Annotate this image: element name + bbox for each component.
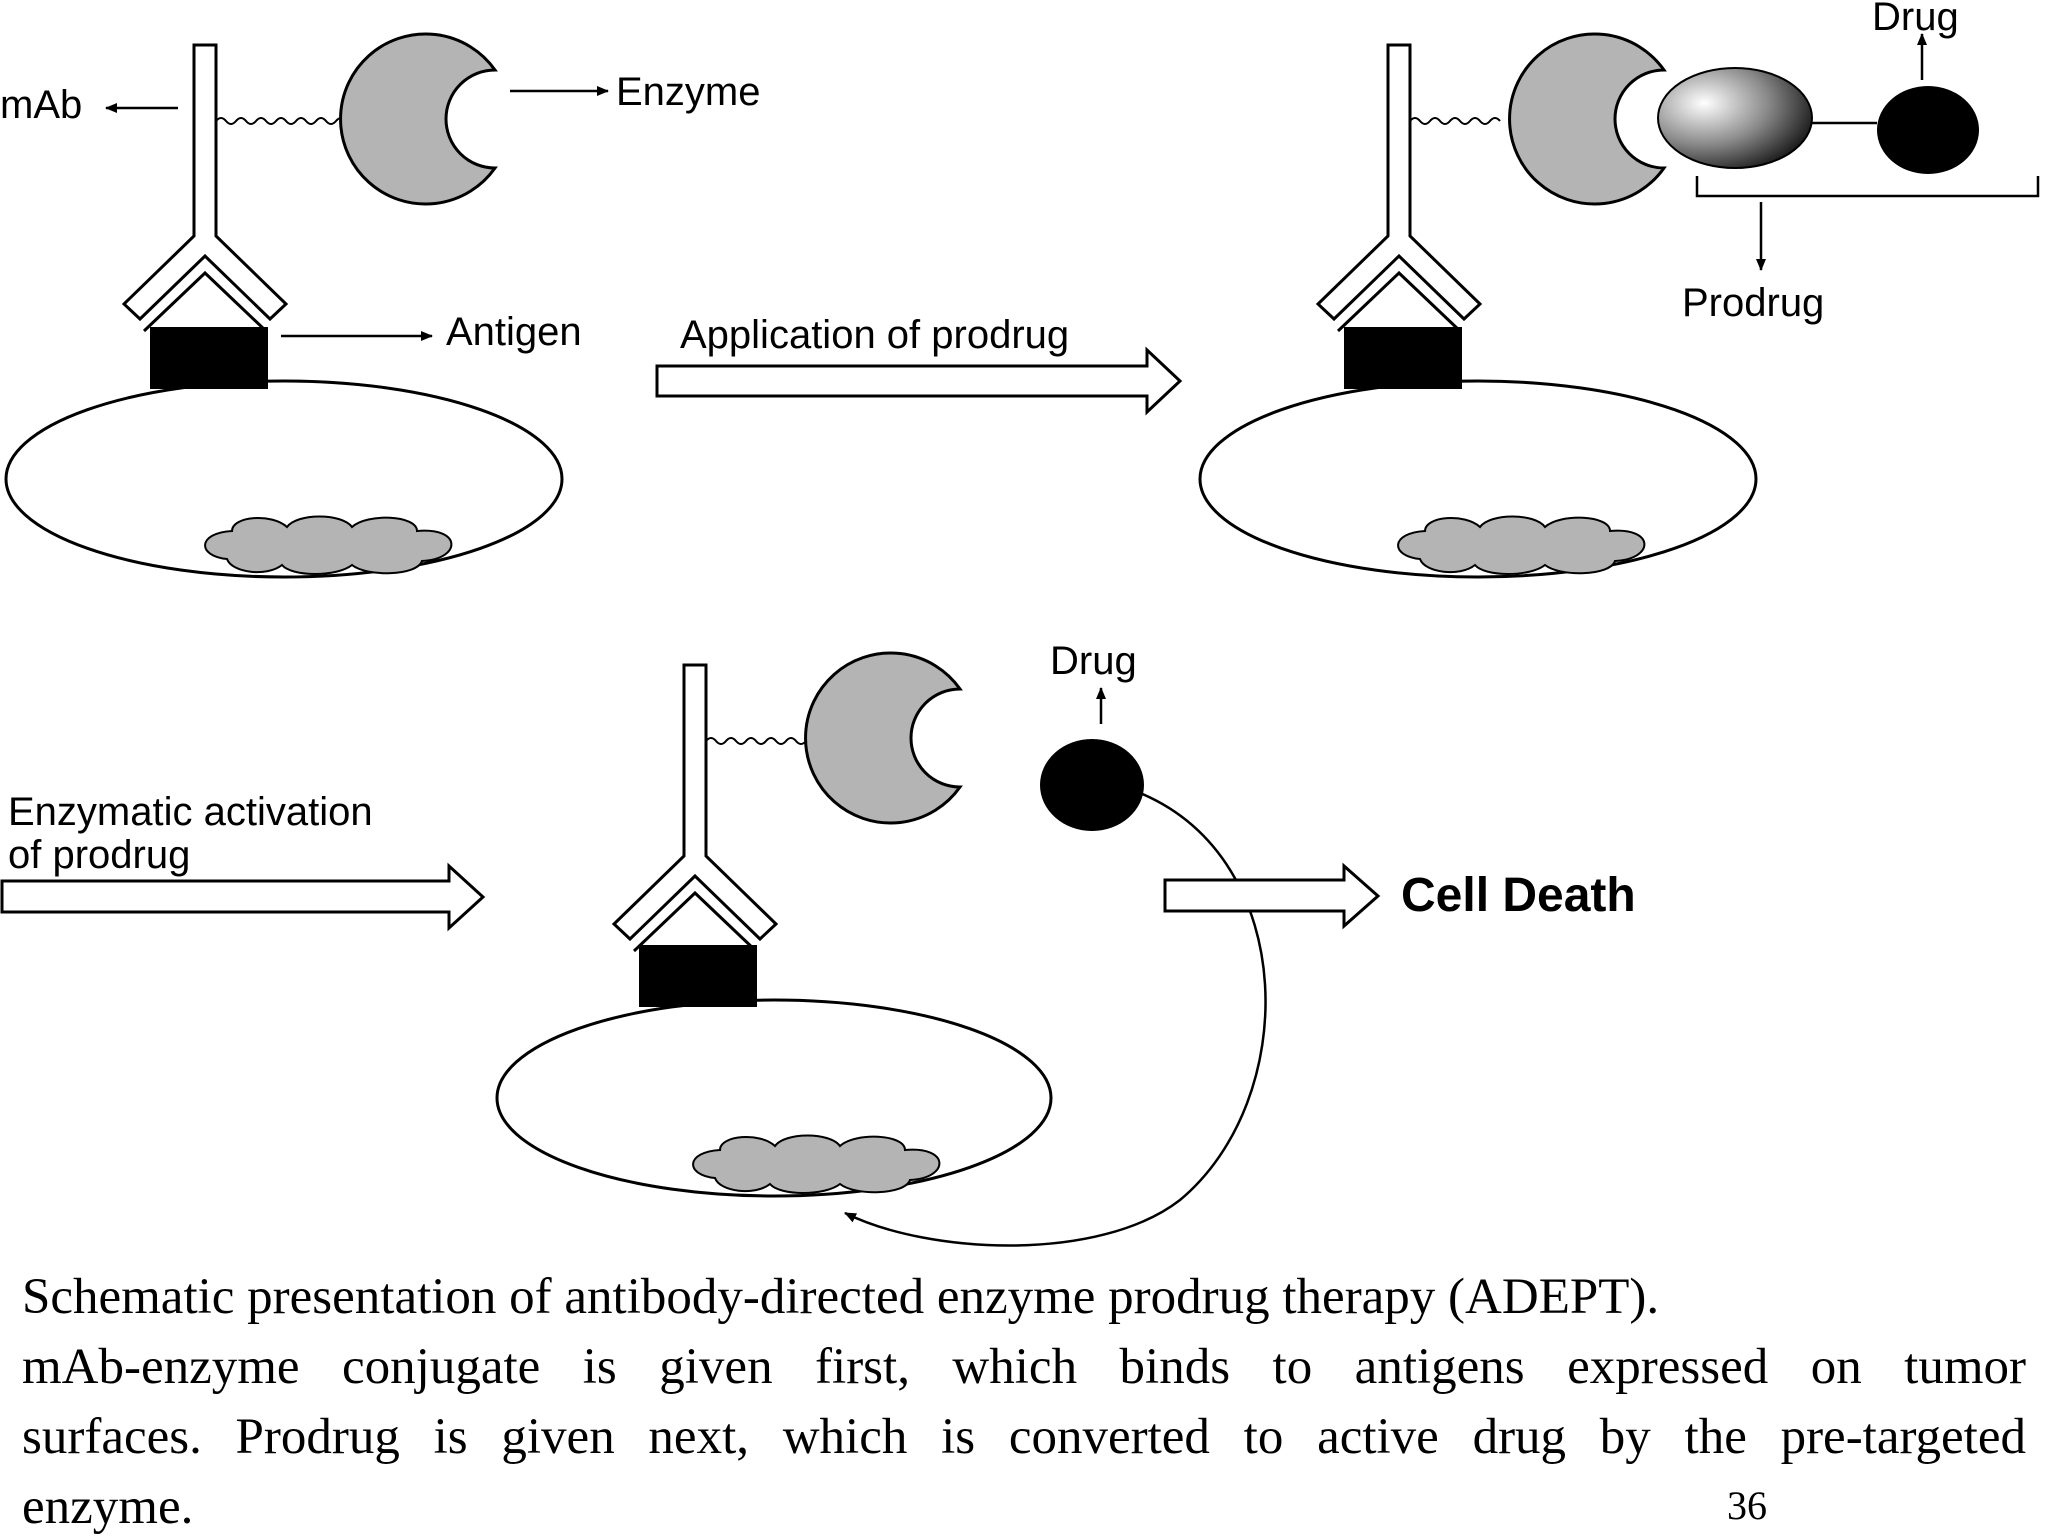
adept-diagram: mAb Enzyme Antigen Application of prodru… (0, 0, 2040, 1247)
enzyme-label: Enzyme (616, 70, 761, 114)
enzyme-shape (339, 32, 497, 206)
tumor-cell (4, 379, 564, 579)
antibody-mab (612, 663, 778, 953)
antibody-mab (1316, 43, 1482, 333)
enzyme-shape (804, 651, 962, 825)
linker (705, 737, 807, 745)
caption-line: enzyme. (22, 1479, 194, 1535)
prodrug-moiety (1657, 67, 1813, 169)
tumor-cell (1198, 379, 1758, 579)
panel-prodrug-binding: Drug Prodrug (1198, 0, 2040, 579)
enzymatic-activation-label-line1: Enzymatic activation (8, 790, 373, 834)
linker (215, 117, 347, 125)
caption-title: Schematic presentation of antibody-direc… (22, 1269, 1660, 1325)
panel-mab-enzyme-binding: mAb Enzyme Antigen (0, 32, 761, 579)
prodrug-label: Prodrug (1682, 281, 1824, 325)
caption-line: surfaces. Prodrug is given next, which i… (22, 1409, 2026, 1465)
caption-line: mAb-enzyme conjugate is given first, whi… (22, 1339, 2026, 1395)
figure-caption: Schematic presentation of antibody-direc… (22, 1262, 2026, 1536)
enzymatic-activation-label-line2: of prodrug (8, 833, 190, 877)
drug-label-top: Drug (1872, 0, 1959, 39)
released-drug (1040, 739, 1144, 831)
antibody-mab (122, 43, 288, 333)
drug-label-bottom: Drug (1050, 639, 1137, 683)
antigen-block (639, 945, 757, 1007)
mab-label: mAb (0, 83, 82, 127)
cell-death-arrow (1163, 862, 1381, 930)
antigen-block (1344, 327, 1462, 389)
drug-moiety (1877, 86, 1979, 174)
cell-nucleus (692, 1134, 941, 1194)
application-of-prodrug-label: Application of prodrug (680, 313, 1069, 357)
prodrug-bracket (1695, 176, 2040, 198)
antigen-block (150, 327, 268, 389)
linker (1409, 117, 1501, 125)
cell-death-label: Cell Death (1401, 869, 1636, 922)
panel-drug-release: Drug Cell Death (495, 639, 1636, 1247)
tumor-cell (495, 998, 1053, 1198)
enzymatic-activation-arrow: Enzymatic activation of prodrug (0, 790, 486, 932)
application-of-prodrug-arrow: Application of prodrug (655, 313, 1183, 416)
antigen-label: Antigen (446, 310, 582, 354)
enzyme-shape (1508, 32, 1666, 206)
cell-nucleus (204, 515, 453, 575)
cell-nucleus (1397, 515, 1646, 575)
page-number: 36 (1727, 1483, 1767, 1528)
